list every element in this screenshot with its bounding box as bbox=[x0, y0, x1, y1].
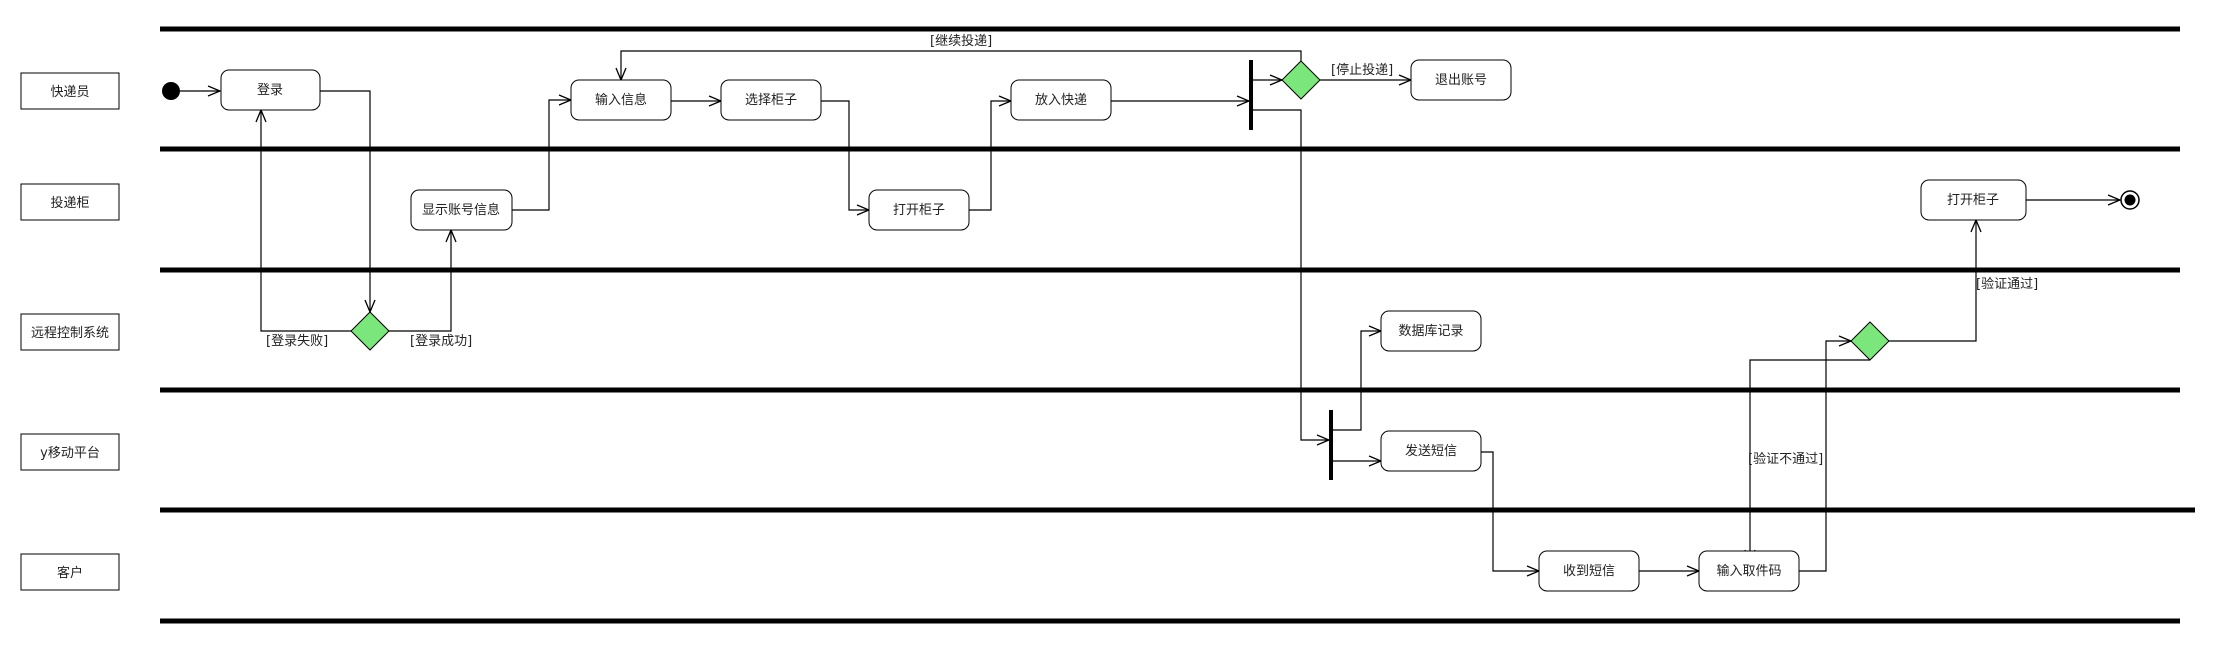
lane-label-box bbox=[20, 313, 120, 351]
activity-label: 退出账号 bbox=[1435, 73, 1487, 88]
lane-label-text: 客户 bbox=[57, 565, 83, 581]
guard-verify-pass: [验证通过] bbox=[1976, 276, 2038, 292]
activity-labels: 登录 输入信息 选择柜子 放入快递 退出账号 显示账号信息 打开柜子 打开柜子 … bbox=[257, 73, 1999, 579]
guard-continue-delivery: [继续投递] bbox=[930, 33, 992, 49]
activity-label: 打开柜子 bbox=[893, 203, 945, 218]
activity-open-cabinet-final bbox=[1920, 179, 2027, 221]
end-node bbox=[2120, 190, 2140, 210]
lane-mobile-platform: y移动平台 bbox=[20, 433, 120, 471]
activity-label: 显示账号信息 bbox=[422, 202, 500, 218]
activity-label: 登录 bbox=[257, 83, 283, 98]
activity-nodes bbox=[220, 59, 2027, 592]
lane-label-box bbox=[20, 433, 120, 471]
guard-labels: [继续投递] [停止投递] [登录失败] [登录成功] [验证通过] [验证不通… bbox=[266, 33, 2038, 467]
activity-db-record bbox=[1380, 310, 1482, 352]
lane-locker: 投递柜 bbox=[20, 183, 120, 221]
connector bbox=[1481, 451, 1539, 571]
lane-label-box bbox=[20, 72, 120, 110]
end-node-inner bbox=[2124, 194, 2136, 206]
guard-login-success: [登录成功] bbox=[410, 334, 472, 349]
decision-continue-delivery bbox=[1281, 60, 1321, 100]
swimlane-separators bbox=[160, 26, 2195, 624]
activity-show-account bbox=[410, 189, 513, 231]
connector bbox=[1253, 109, 1329, 440]
activity-enter-code bbox=[1698, 550, 1800, 592]
activity-logout bbox=[1410, 59, 1512, 101]
activity-label: 数据库记录 bbox=[1398, 323, 1463, 339]
activity-label: 输入信息 bbox=[595, 92, 647, 108]
activity-login bbox=[220, 69, 321, 111]
connector bbox=[1750, 359, 1870, 562]
activity-label: 输入取件码 bbox=[1716, 563, 1781, 579]
connector bbox=[512, 100, 571, 211]
activity-select-cabinet bbox=[720, 79, 822, 121]
activity-send-sms bbox=[1380, 430, 1482, 472]
lane-label-box bbox=[20, 183, 120, 221]
guard-login-fail: [登录失败] bbox=[266, 334, 328, 349]
lane-label-text: y移动平台 bbox=[40, 446, 100, 461]
fork-bar-mobile bbox=[1329, 410, 1333, 480]
connector bbox=[389, 230, 451, 332]
connector bbox=[261, 110, 351, 332]
lane-label-text: 远程控制系统 bbox=[31, 326, 109, 341]
activity-input-info bbox=[570, 79, 672, 121]
connectors bbox=[180, 50, 2120, 572]
lane-labels: 快递员 投递柜 远程控制系统 y移动平台 客户 bbox=[20, 72, 120, 591]
guard-verify-fail: [验证不通过] bbox=[1748, 451, 1823, 467]
activity-label: 放入快递 bbox=[1035, 93, 1087, 108]
decision-login-result bbox=[350, 311, 390, 351]
activity-label: 打开柜子 bbox=[1947, 193, 1999, 208]
connector bbox=[1333, 331, 1381, 431]
connector bbox=[969, 101, 1011, 211]
connector bbox=[1799, 341, 1851, 572]
lane-label-text: 投递柜 bbox=[50, 195, 89, 211]
activity-receive-sms bbox=[1538, 550, 1640, 592]
lane-remote-control: 远程控制系统 bbox=[20, 313, 120, 351]
connector bbox=[320, 90, 370, 312]
decision-verify-code bbox=[1850, 321, 1890, 361]
activity-label: 选择柜子 bbox=[745, 93, 797, 108]
activity-put-package bbox=[1010, 79, 1112, 121]
lane-courier: 快递员 bbox=[20, 72, 120, 110]
activity-label: 发送短信 bbox=[1405, 443, 1457, 459]
guard-stop-delivery: [停止投递] bbox=[1331, 62, 1393, 78]
connector bbox=[1889, 220, 1976, 342]
lane-label-text: 快递员 bbox=[50, 85, 89, 100]
connector bbox=[821, 100, 869, 210]
lane-label-box bbox=[20, 553, 120, 591]
activity-open-cabinet bbox=[868, 189, 970, 231]
connector bbox=[621, 50, 1302, 80]
activity-label: 收到短信 bbox=[1563, 564, 1615, 579]
fork-bar-courier bbox=[1249, 60, 1253, 130]
lane-customer: 客户 bbox=[20, 553, 120, 591]
start-node bbox=[162, 82, 180, 100]
